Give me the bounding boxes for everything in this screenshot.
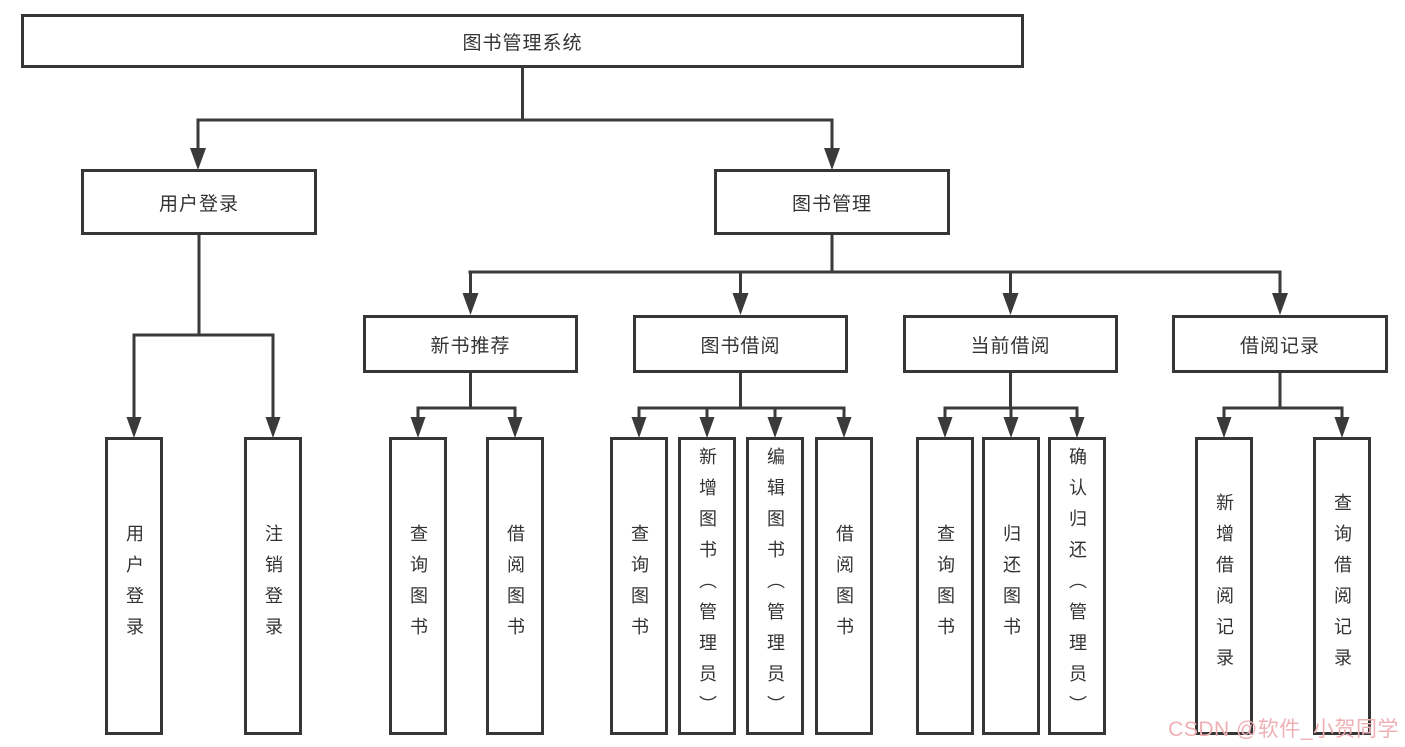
leaf-query-books-borrow: 查询图书 bbox=[610, 437, 668, 735]
connector-borrow-records bbox=[1216, 371, 1350, 438]
connector-current-borrow bbox=[937, 371, 1085, 438]
connector-book-management bbox=[462, 233, 1288, 315]
connector-root bbox=[190, 66, 840, 170]
leaf-query-books-current: 查询图书 bbox=[916, 437, 974, 735]
connector-book-borrow bbox=[631, 371, 852, 438]
leaf-add-books-admin-label: 新增图书（管理员） bbox=[697, 446, 717, 726]
csdn-watermark: CSDN @软件_小贺同学 bbox=[1168, 718, 1399, 741]
leaf-borrow-books: 借阅图书 bbox=[815, 437, 873, 735]
node-book-borrow: 图书借阅 bbox=[633, 315, 848, 373]
leaf-borrow-books-label: 借阅图书 bbox=[834, 524, 854, 648]
leaf-add-books-admin: 新增图书（管理员） bbox=[678, 437, 736, 735]
leaf-edit-books-admin-label: 编辑图书（管理员） bbox=[765, 446, 785, 726]
leaf-add-borrow-record-label: 新增借阅记录 bbox=[1214, 493, 1234, 679]
node-root-library-system: 图书管理系统 bbox=[21, 14, 1024, 68]
node-book-management-label: 图书管理 bbox=[791, 193, 872, 215]
leaf-query-borrow-record-label: 查询借阅记录 bbox=[1332, 493, 1352, 679]
node-borrow-records: 借阅记录 bbox=[1172, 315, 1388, 373]
connector-new-book-recommend bbox=[410, 371, 523, 438]
leaf-confirm-return-admin-label: 确认归还（管理员） bbox=[1067, 446, 1087, 726]
leaf-return-books: 归还图书 bbox=[982, 437, 1040, 735]
node-current-borrow-label: 当前借阅 bbox=[970, 335, 1051, 357]
connector-user-login bbox=[126, 233, 281, 438]
leaf-confirm-return-admin: 确认归还（管理员） bbox=[1048, 437, 1106, 735]
leaf-edit-books-admin: 编辑图书（管理员） bbox=[746, 437, 804, 735]
node-borrow-records-label: 借阅记录 bbox=[1239, 335, 1320, 357]
node-current-borrow: 当前借阅 bbox=[903, 315, 1118, 373]
leaf-add-borrow-record: 新增借阅记录 bbox=[1195, 437, 1253, 735]
node-new-book-recommend: 新书推荐 bbox=[363, 315, 578, 373]
node-user-login: 用户登录 bbox=[81, 169, 317, 235]
node-new-book-recommend-label: 新书推荐 bbox=[430, 335, 511, 357]
node-book-management: 图书管理 bbox=[714, 169, 950, 235]
leaf-query-borrow-record: 查询借阅记录 bbox=[1313, 437, 1371, 735]
leaf-return-books-label: 归还图书 bbox=[1001, 524, 1021, 648]
leaf-query-books-recommend: 查询图书 bbox=[389, 437, 447, 735]
leaf-logout-label: 注销登录 bbox=[263, 524, 283, 648]
leaf-logout: 注销登录 bbox=[244, 437, 302, 735]
leaf-user-login-label: 用户登录 bbox=[124, 524, 144, 648]
leaf-query-books-borrow-label: 查询图书 bbox=[629, 524, 649, 648]
leaf-user-login: 用户登录 bbox=[105, 437, 163, 735]
leaf-query-books-current-label: 查询图书 bbox=[935, 524, 955, 648]
node-user-login-label: 用户登录 bbox=[158, 193, 239, 215]
leaf-query-books-recommend-label: 查询图书 bbox=[408, 524, 428, 648]
leaf-borrow-books-recommend-label: 借阅图书 bbox=[505, 524, 525, 648]
leaf-borrow-books-recommend: 借阅图书 bbox=[486, 437, 544, 735]
node-book-borrow-label: 图书借阅 bbox=[700, 335, 781, 357]
node-root-label: 图书管理系统 bbox=[462, 32, 583, 54]
